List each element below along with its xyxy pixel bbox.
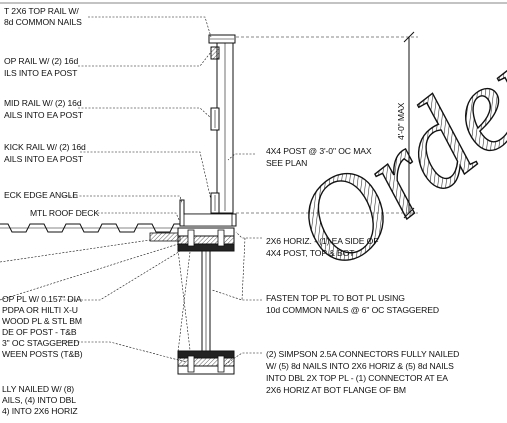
double-top-plate	[177, 227, 235, 245]
label-simpson-3: INTO DBL 2X TOP PL - (1) CONNECTOR AT EA	[266, 373, 448, 383]
label-left-3: WOOD PL & STL BM	[2, 316, 82, 326]
label-kick-rail-2: AILS INTO EA POST	[4, 154, 84, 164]
kick-rail-block	[210, 192, 220, 214]
label-left-6: WEEN POSTS (T&B)	[2, 349, 83, 359]
dimension-label: 4'-0" MAX	[396, 102, 406, 140]
label-left-5: 3" OC STAGGERED	[2, 338, 79, 348]
label-left-2: PDPA OR HILTI X-U	[2, 305, 78, 315]
label-simpson-1: (2) SIMPSON 2.5A CONNECTORS FULLY NAILED	[266, 349, 459, 359]
label-left-4: DE OF POST - T&B	[2, 327, 77, 337]
label-post-1: 4X4 POST @ 3'-0" OC MAX	[266, 146, 372, 156]
label-top-rail2-1: OP RAIL W/ (2) 16d	[4, 56, 78, 66]
label-mid-rail-1: MID RAIL W/ (2) 16d	[4, 98, 82, 108]
bottom-plate	[177, 357, 235, 375]
top-rail-cap	[208, 34, 236, 44]
label-left-1: OP PL W/ 0.157" DIA	[2, 294, 82, 304]
label-kick-rail-1: KICK RAIL W/ (2) 16d	[4, 142, 86, 152]
deck-edge-angle	[179, 199, 237, 227]
dashed-guide-1	[0, 239, 151, 263]
label-left-9: 4) INTO 2X6 HORIZ	[2, 406, 78, 416]
label-left-7: LLY NAILED W/ (8)	[2, 384, 74, 394]
label-simpson-4: 2X6 HORIZ AT BOT FLANGE OF BM	[266, 385, 406, 395]
label-fasten-1: FASTEN TOP PL TO BOT PL USING	[266, 293, 405, 303]
height-dimension	[403, 31, 415, 219]
label-mid-rail-2: AILS INTO EA POST	[4, 110, 84, 120]
label-left-8: AILS, (4) INTO DBL	[2, 395, 76, 405]
label-deck-edge: ECK EDGE ANGLE	[4, 190, 78, 200]
label-post-2: SEE PLAN	[266, 158, 307, 168]
label-top-rail2-2: ILS INTO EA POST	[4, 68, 78, 78]
label-simpson-2: W/ (5) 8d NAILS INTO 2X6 HORIZ & (5) 8d …	[266, 361, 454, 371]
mid-rail-block	[210, 107, 220, 131]
steel-beam	[177, 243, 235, 359]
label-top-rail-1: T 2X6 TOP RAIL W/	[4, 6, 79, 16]
simpson-connector-top	[187, 229, 225, 247]
leader-lines	[60, 16, 262, 365]
top-rail-block	[210, 46, 220, 60]
metal-roof-deck	[0, 223, 181, 242]
label-horiz-2: 4X4 POST, TOP & BOT	[266, 248, 355, 258]
label-roof-deck: MTL ROOF DECK	[30, 208, 99, 218]
label-top-rail-2: 8d COMMON NAILS	[4, 17, 82, 27]
dashed-guide-2	[0, 243, 179, 301]
label-fasten-2: 10d COMMON NAILS @ 6" OC STAGGERED	[266, 305, 439, 315]
label-horiz-1: 2X6 HORIZ. - (1) EA SIDE OF	[266, 236, 378, 246]
simpson-connector-bottom	[187, 355, 225, 373]
